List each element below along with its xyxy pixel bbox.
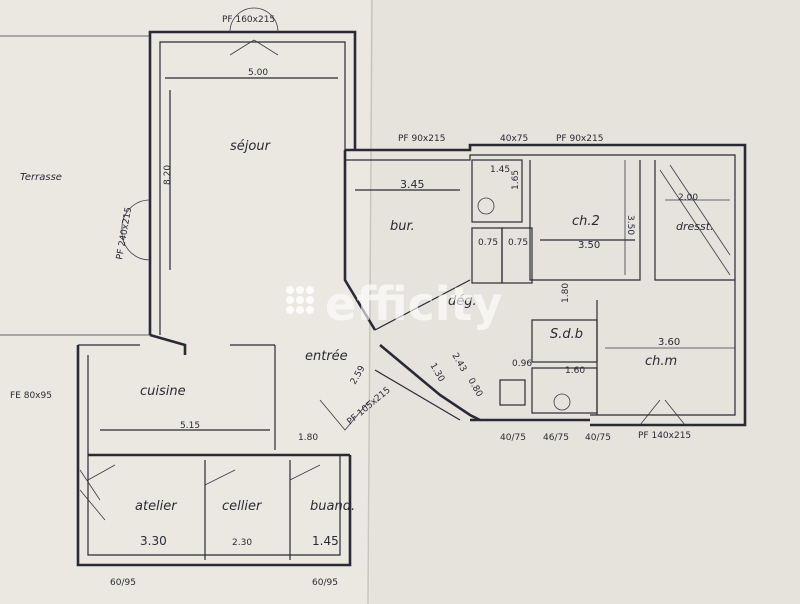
sejour-top-door — [229, 7, 279, 33]
dim-chm-width: 3.60 — [658, 337, 680, 348]
sejour-walls — [148, 30, 357, 335]
opening-pf-bureau: PF 90x215 — [398, 134, 445, 144]
room-label-bureau: bur. — [390, 219, 415, 234]
dressing-walls — [654, 160, 735, 281]
dg-closet — [499, 379, 526, 406]
dim-wc-width: 1.45 — [490, 165, 510, 175]
room-label-cellier: cellier — [222, 499, 263, 514]
dressing-hatch2 — [669, 164, 731, 256]
wc-room — [471, 159, 523, 223]
dim-dressing-width: 2.00 — [678, 193, 698, 203]
dim-atelier-width: 3.30 — [140, 534, 167, 548]
sejour-top-door-leaf2 — [253, 39, 279, 56]
shower-drain-icon — [553, 393, 571, 411]
room-label-dressing: dresst. — [676, 220, 714, 233]
chm-door — [639, 399, 686, 426]
opening-win-buand: 60/95 — [312, 578, 338, 588]
dim-placard-a: 0.75 — [478, 238, 498, 248]
dressing-hatch1 — [659, 169, 731, 276]
wc-icon — [477, 197, 495, 215]
room-label-sejour: séjour — [230, 139, 272, 154]
dim-cellier-width: 2.30 — [232, 538, 252, 548]
dim-buand-width: 1.45 — [312, 534, 339, 548]
ch2-walls — [529, 160, 641, 281]
opening-pf-ch2: PF 90x215 — [556, 134, 603, 144]
room-label-cuisine: cuisine — [140, 384, 186, 399]
opening-pf-sejour-top: PF 160x215 — [222, 15, 275, 25]
room-label-entree: entrée — [305, 349, 348, 364]
room-label-ch2: ch.2 — [572, 214, 600, 229]
dim-bureau-width: 3.45 — [400, 178, 425, 191]
dim-sejour-width: 5.00 — [248, 68, 268, 78]
paper-fold — [367, 0, 373, 604]
room-label-atelier: atelier — [135, 499, 178, 514]
lower-block-outer — [76, 345, 352, 567]
sejour-side-door — [121, 199, 151, 261]
room-label-deg: dég. — [448, 294, 477, 309]
dim-ch2-depth: 3.50 — [625, 215, 635, 235]
dim-deg-depth: 1.80 — [561, 283, 571, 303]
dim-wc-depth: 1.65 — [511, 170, 521, 190]
placard-b — [501, 227, 533, 284]
dim-cuisine-width: 5.15 — [180, 421, 200, 431]
opening-win-sdb-c: 40/75 — [585, 433, 611, 443]
paper-right-sheet — [370, 0, 800, 604]
right-wing-walls — [345, 143, 747, 427]
room-label-terrasse: Terrasse — [20, 172, 62, 183]
dim-sejour-depth: 8.20 — [163, 165, 173, 185]
dim-placard-b: 0.75 — [508, 238, 528, 248]
opening-fe-cuisine: FE 80x95 — [10, 391, 52, 401]
watermark-text: efficity — [325, 277, 503, 331]
dim-entree-width: 1.80 — [298, 433, 318, 443]
dim-sdb-width: 1.60 — [565, 366, 585, 376]
dim-sdb-b: 0.96 — [512, 359, 532, 369]
atelier-hatch — [79, 469, 106, 521]
sejour-inner-walls — [159, 41, 346, 335]
opening-win-atelier: 60/95 — [110, 578, 136, 588]
opening-window-wc: 40x75 — [500, 134, 528, 144]
hall-diag-wall-b — [374, 369, 461, 421]
room-label-sdb: S.d.b — [550, 327, 583, 342]
opening-win-sdb-b: 46/75 — [543, 433, 569, 443]
annex-doors — [87, 464, 321, 486]
bureau-diag-wall — [374, 279, 471, 331]
cuisine-top-left — [149, 333, 187, 355]
right-wing-inner — [345, 154, 736, 416]
sejour-top-door-leaf — [229, 39, 255, 56]
entry-door — [319, 399, 371, 431]
room-label-buand: buand. — [310, 499, 355, 514]
opening-win-sdb-a: 40/75 — [500, 433, 526, 443]
room-label-chm: ch.m — [645, 354, 677, 369]
dim-ch2-width: 3.50 — [578, 240, 600, 251]
bureau-left-wall — [343, 150, 377, 331]
opening-pf-chm: PF 140x215 — [638, 431, 691, 441]
efficity-logo: efficity — [286, 277, 503, 331]
hall-diag-wall-a — [379, 344, 481, 422]
